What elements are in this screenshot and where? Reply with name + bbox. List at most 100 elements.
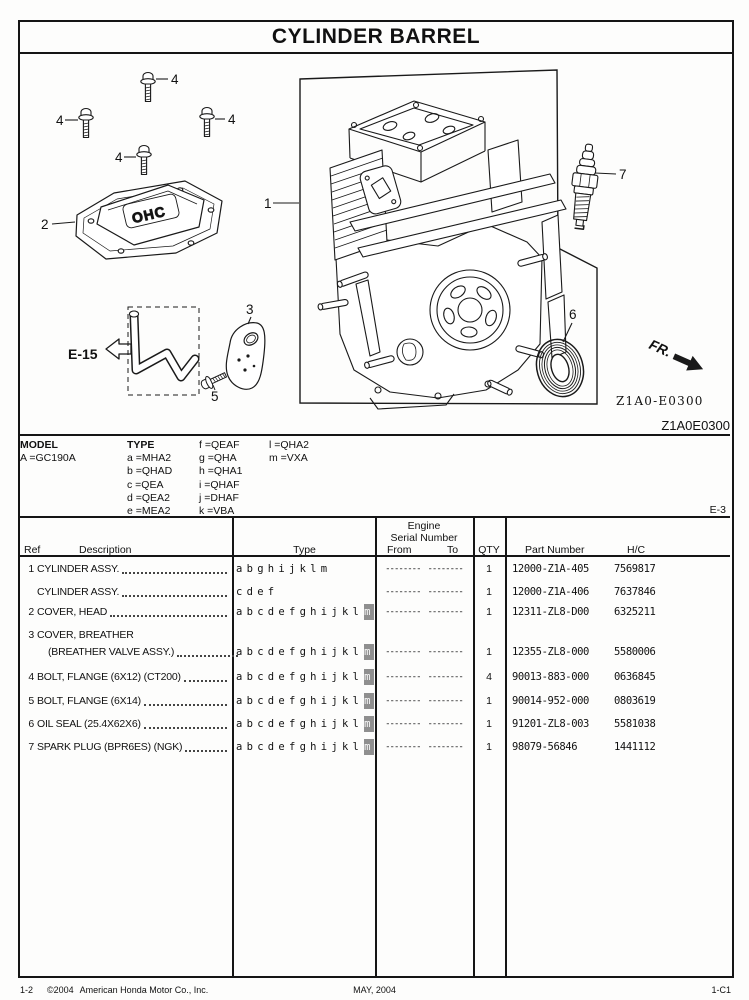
- fr-label: FR.: [647, 336, 674, 360]
- hc-code: 5581038: [614, 718, 656, 730]
- model-label: MODEL: [20, 439, 58, 451]
- col-divider: [505, 518, 507, 978]
- description-line2: (BREATHER VALVE ASSY.): [48, 646, 175, 658]
- bolt-icon: [78, 71, 215, 176]
- drawing-code-external: Z1A0E0300: [661, 418, 730, 433]
- breather-plate-drawing: [225, 322, 266, 390]
- qty: 1: [486, 586, 492, 598]
- part-number: 12311-ZL8-D00: [512, 606, 589, 618]
- part-number: 12000-Z1A-406: [512, 586, 589, 598]
- qty: 4: [486, 671, 492, 683]
- description: CYLINDER ASSY.: [37, 586, 120, 598]
- description: OIL SEAL (25.4X62X6): [37, 718, 141, 730]
- description: COVER, HEAD: [37, 606, 108, 618]
- serial-range: ----------------: [385, 719, 464, 729]
- hc-code: 1441112: [614, 741, 656, 753]
- callout-1: 1: [264, 196, 272, 211]
- dotted-leader: [122, 561, 227, 574]
- serial-range: ----------------: [385, 564, 464, 574]
- col-divider: [375, 518, 377, 978]
- description: CYLINDER ASSY.: [37, 563, 120, 575]
- part-number: 98079-56846: [512, 741, 578, 753]
- drawing-code-internal: Z1A0-E0300: [616, 394, 704, 408]
- footer-page-right: 1-C1: [711, 985, 731, 995]
- spark-plug-drawing: [571, 143, 599, 230]
- hc-code: 5580006: [614, 646, 656, 658]
- diagram-box: [299, 69, 598, 405]
- fr-arrow-icon: [672, 353, 704, 371]
- callout-5: 5: [211, 389, 219, 404]
- dotted-leader: [122, 584, 227, 597]
- footer-page-left: 1-2: [20, 985, 34, 995]
- dotted-leader: [143, 716, 227, 729]
- dotted-leader: [177, 644, 238, 657]
- qty: 1: [486, 646, 492, 658]
- serial-range: ----------------: [385, 742, 464, 752]
- cylinder-barrel-drawing: [317, 100, 567, 410]
- callout-6: 6: [569, 307, 577, 322]
- col-header-serial: Serial Number: [390, 532, 458, 544]
- col-header-desc: Description: [79, 544, 132, 556]
- hc-code: 0803619: [614, 695, 656, 707]
- callout-3: 3: [246, 302, 254, 317]
- dotted-leader: [185, 739, 227, 752]
- description: SPARK PLUG (BPR6ES) (NGK): [37, 741, 183, 753]
- dotted-leader: [110, 604, 227, 617]
- hc-code: 6325211: [614, 606, 656, 618]
- description: COVER, BREATHER: [37, 629, 134, 641]
- col-header-to: To: [447, 544, 459, 556]
- qty: 1: [486, 718, 492, 730]
- col-header-qty: QTY: [478, 544, 500, 556]
- part-number: 12000-Z1A-405: [512, 563, 589, 575]
- section-code: E-3: [709, 504, 726, 516]
- col-header-engine: Engine: [407, 520, 441, 532]
- dotted-leader: [183, 669, 227, 682]
- col-divider: [473, 518, 475, 978]
- col-header-from: From: [387, 544, 412, 556]
- hc-code: 7637846: [614, 586, 656, 598]
- part-number: 12355-ZL8-000: [512, 646, 589, 658]
- footer-company: American Honda Motor Co., Inc.: [79, 985, 209, 995]
- part-number: 91201-ZL8-003: [512, 718, 589, 730]
- fr-direction: FR.: [647, 336, 704, 371]
- callout-4a: 4: [171, 72, 179, 87]
- qty: 1: [486, 695, 492, 707]
- breather-tube-drawing: [128, 310, 200, 382]
- serial-range: ----------------: [385, 647, 464, 657]
- callout-2: 2: [41, 217, 49, 232]
- page-title: CYLINDER BARREL: [271, 25, 481, 48]
- ref-e15-label: E-15: [68, 346, 98, 362]
- qty: 1: [486, 606, 492, 618]
- col-header-ref: Ref: [24, 544, 41, 556]
- model-value: A =GC190A: [20, 452, 76, 465]
- callout-7: 7: [619, 167, 627, 182]
- callout-4d: 4: [115, 150, 123, 165]
- parts-diagram: 4 4 4 4 OHC 2 E-15: [41, 69, 730, 433]
- serial-range: ----------------: [385, 672, 464, 682]
- dotted-leader: [143, 693, 227, 706]
- head-cover-drawing: OHC: [75, 180, 223, 260]
- qty: 1: [486, 741, 492, 753]
- part-number: 90013-883-000: [512, 671, 589, 683]
